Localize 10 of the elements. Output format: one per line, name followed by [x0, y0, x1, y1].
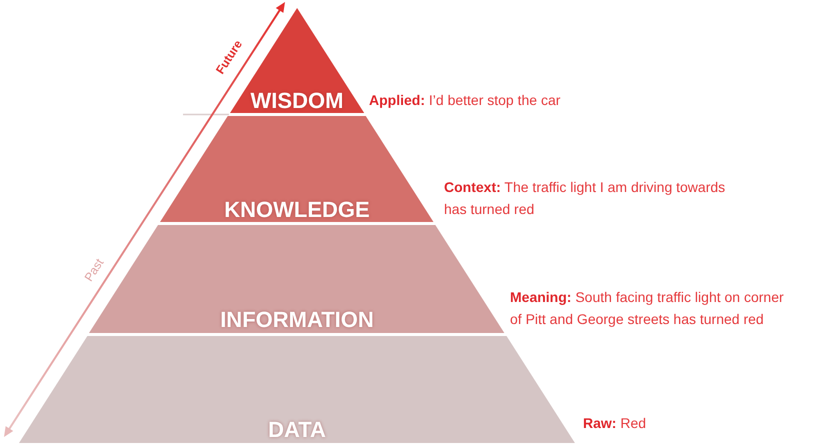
- layer-label: KNOWLEDGE: [224, 198, 370, 222]
- description-text: Raw: Red: [583, 414, 648, 433]
- pyramid-layer: [19, 336, 575, 443]
- description-text: Meaning: South facing traffic light on corner of Pitt and George streets has turned red: [510, 288, 785, 329]
- layer-label: DATA: [268, 418, 326, 442]
- description-text: Context: The traffic light I am driving towards has turned red: [444, 178, 726, 219]
- pyramid-layer: [160, 116, 434, 222]
- layer-label: WISDOM: [250, 89, 344, 113]
- description-text: Applied: I’d better stop the car: [369, 91, 562, 110]
- layer-label: INFORMATION: [220, 308, 374, 332]
